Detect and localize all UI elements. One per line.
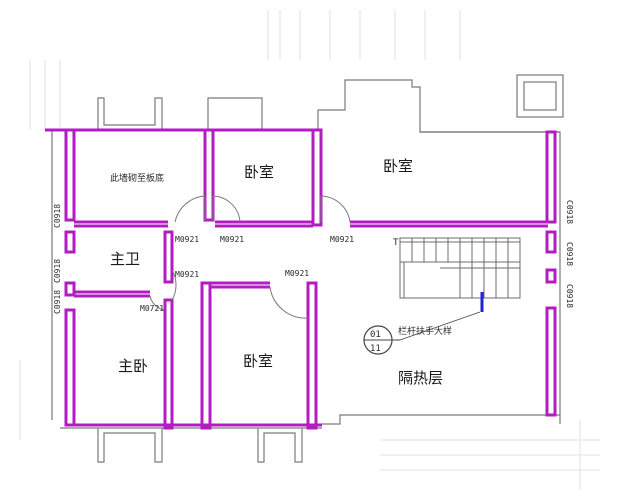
door-label-1: M0921 — [175, 235, 199, 244]
door-label-3: M0921 — [330, 235, 354, 244]
detail-number-bottom: 11 — [370, 344, 381, 354]
window-label-right-3: C0918 — [565, 284, 574, 308]
door-label-6: M0921 — [285, 269, 309, 278]
room-label-bedroom-top-right: 卧室 — [383, 157, 413, 175]
window-label-left-1: C0918 — [53, 204, 62, 228]
wall-note: 此墙砌至板底 — [110, 172, 164, 184]
detail-number-top: 01 — [370, 330, 381, 340]
door-label-2: M0921 — [220, 235, 244, 244]
room-label-insulation: 隔热层 — [398, 369, 443, 387]
window-label-left-3: C0918 — [53, 290, 62, 314]
door-label-4: M0921 — [175, 270, 199, 279]
outline-lines — [51, 74, 564, 463]
door-label-5: M0721 — [140, 304, 164, 313]
window-label-right-2: C0918 — [565, 242, 574, 266]
background-context-lines — [19, 10, 600, 490]
room-label-master-bath: 主卫 — [110, 250, 140, 268]
staircase — [399, 237, 521, 299]
room-label-bedroom-bottom: 卧室 — [243, 352, 273, 370]
door-swings — [149, 195, 351, 319]
room-label-bedroom-top-left: 卧室 — [244, 163, 274, 181]
stair-marker: T — [392, 238, 399, 248]
room-label-master-bedroom: 主卧 — [118, 357, 148, 375]
window-label-right-1: C0918 — [565, 200, 574, 224]
detail-marker: 01 11 — [363, 311, 481, 355]
window-label-left-2: C0918 — [53, 259, 62, 283]
walls — [45, 128, 557, 430]
railing-note: 栏杆扶手大样 — [398, 325, 452, 337]
